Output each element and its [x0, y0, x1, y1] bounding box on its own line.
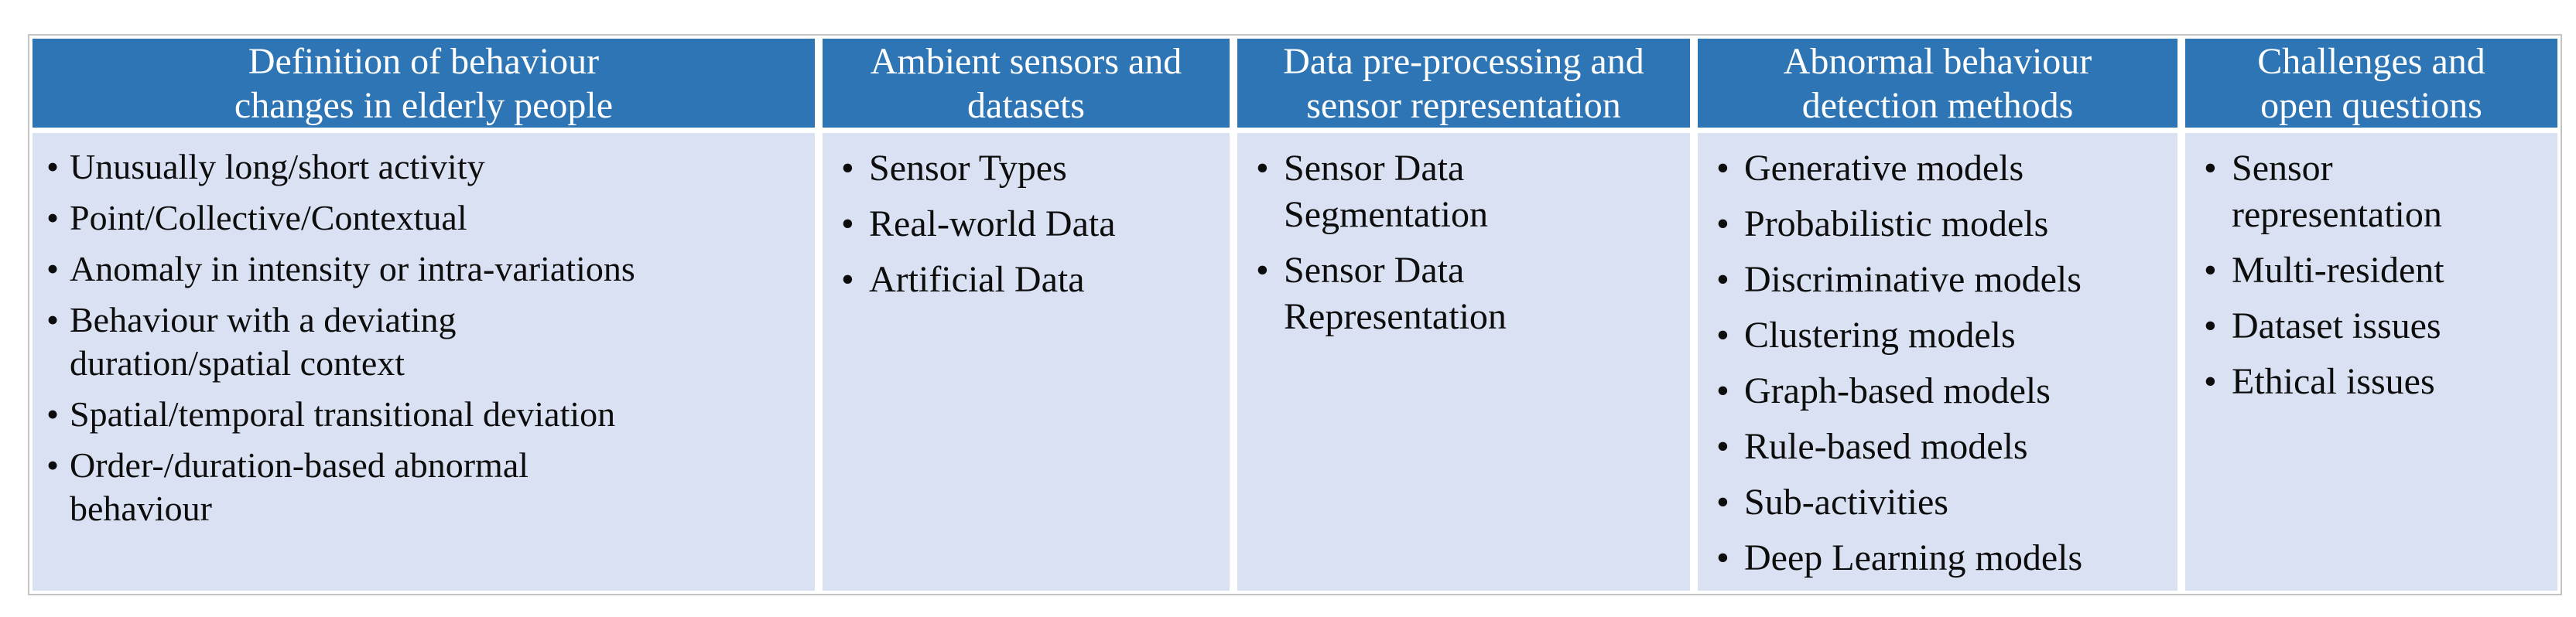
- column-header: Definition of behaviour changes in elder…: [32, 39, 815, 128]
- bullet-dot-icon: •: [1716, 426, 1729, 467]
- list-item-text: Sensor Data Representation: [1284, 250, 1507, 337]
- bullet-dot-icon: •: [841, 148, 854, 189]
- list-item: • Dataset issues: [2204, 303, 2550, 349]
- survey-overview-table: Definition of behaviour changes in elder…: [28, 34, 2562, 595]
- list-item: • Graph-based models: [1716, 368, 2170, 414]
- list-item-text: Graph-based models: [1744, 370, 2051, 411]
- list-item-text: Unusually long/short activity: [70, 147, 485, 186]
- list-item-text: Order-/duration-based abnormal behaviour: [70, 445, 529, 528]
- column-body: • Unusually long/short activity • Point/Col…: [32, 133, 815, 591]
- column-body: •Generative models•Probabilistic models•…: [1698, 133, 2177, 591]
- list-item: • Sub-activities: [1716, 479, 2170, 526]
- list-item-text: Real-world Data: [869, 203, 1116, 244]
- list-item-text: Dataset issues: [2232, 305, 2441, 346]
- list-item: • Sensor Types: [841, 145, 1222, 192]
- list-item-text: Generative models: [1744, 148, 2024, 189]
- list-item-text: Ethical issues: [2232, 361, 2435, 402]
- list-item-text: Sensor Types: [869, 148, 1067, 189]
- list-item: •Order-/duration-based abnormal behaviou…: [46, 444, 807, 530]
- bullet-dot-icon: •: [1716, 482, 1729, 523]
- list-item-text: Probabilistic models: [1744, 203, 2049, 244]
- list-item-text: Point/Collective/Contextual: [70, 198, 467, 237]
- bullet-dot-icon: •: [1716, 537, 1729, 578]
- column-body: • Sensor representation • Multi-resident • Da…: [2185, 133, 2557, 591]
- bullet-dot-icon: •: [2204, 361, 2217, 402]
- bullet-dot-icon: •: [1716, 315, 1729, 356]
- bullet-dot-icon: •: [46, 300, 60, 339]
- column-data-pre-processing-and-sensor-representation: Data pre-processing and sensor represent…: [1237, 39, 1690, 591]
- list-item-text: Spatial/temporal transitional deviation: [70, 394, 616, 434]
- list-item-text: Behaviour with a deviating duration/spat…: [70, 300, 457, 383]
- list-item-text: Sub-activities: [1744, 482, 1948, 523]
- bullet-dot-icon: •: [46, 394, 60, 434]
- list-item: • Point/Collective/Contextual: [46, 196, 807, 240]
- list-item: • Artificial Data: [841, 257, 1222, 303]
- column-body: • Sensor Data Segmentation • Sensor Data Re…: [1237, 133, 1690, 591]
- list-item: • Deep Learning models: [1716, 535, 2170, 581]
- bullet-dot-icon: •: [46, 445, 60, 485]
- bullet-dot-icon: •: [841, 259, 854, 300]
- list-item: • Anomaly in intensity or intra-variation…: [46, 247, 807, 291]
- list-item-text: Artificial Data: [869, 259, 1085, 300]
- bullet-dot-icon: •: [1716, 370, 1729, 411]
- column-challenges-and-open-questions: Challenges and open questions • Sensor rep…: [2185, 39, 2557, 591]
- list-item: • Discriminative models: [1716, 257, 2170, 303]
- column-header: Abnormal behaviour detection methods: [1698, 39, 2177, 128]
- table-columns: Definition of behaviour changes in elder…: [32, 39, 2557, 591]
- list-item-text: Sensor representation: [2232, 148, 2442, 235]
- bullet-dot-icon: •: [2204, 305, 2217, 346]
- list-item: • Real-world Data: [841, 201, 1222, 247]
- bullet-dot-icon: •: [2204, 250, 2217, 291]
- column-ambient-sensors-and-datasets: Ambient sensors and datasets • Sensor Type…: [823, 39, 1230, 591]
- list-item-text: Rule-based models: [1744, 426, 2028, 467]
- list-item: • Sensor representation: [2204, 145, 2550, 238]
- bullet-dot-icon: •: [46, 147, 60, 186]
- list-item-text: Clustering models: [1744, 315, 2016, 356]
- bullet-dot-icon: •: [1716, 259, 1729, 300]
- column-abnormal-behaviour-detection-methods: Abnormal behaviour detection methods • Gen…: [1698, 39, 2177, 591]
- list-item: •Spatial/temporal transitional deviation: [46, 393, 807, 436]
- column-header: Challenges and open questions: [2185, 39, 2557, 128]
- column-header: Data pre-processing and sensor represent…: [1237, 39, 1690, 128]
- bullet-dot-icon: •: [46, 198, 60, 237]
- bullet-dot-icon: •: [2204, 148, 2217, 189]
- list-item: • Probabilistic models: [1716, 201, 2170, 247]
- list-item-text: Multi-resident: [2232, 250, 2444, 291]
- bullet-dot-icon: •: [1716, 203, 1729, 244]
- bullet-dot-icon: •: [46, 249, 60, 288]
- list-item: • Behaviour with a deviating duration/spa…: [46, 298, 807, 385]
- list-item-text: Sensor Data Segmentation: [1284, 148, 1488, 235]
- bullet-dot-icon: •: [1256, 250, 1269, 291]
- list-item: • Sensor Data Representation: [1256, 247, 1682, 340]
- list-item: • Generative models: [1716, 145, 2170, 192]
- list-item: • Rule-based models: [1716, 424, 2170, 470]
- list-item: • Clustering models: [1716, 312, 2170, 359]
- column-body: • Sensor Types • Real-world Data • Artificial…: [823, 133, 1230, 591]
- list-item: • Ethical issues: [2204, 359, 2550, 405]
- list-item-text: Discriminative models: [1744, 259, 2082, 300]
- column-definition-of-behaviour-changes: Definition of behaviour changes in elder…: [32, 39, 815, 591]
- bullet-dot-icon: •: [1716, 148, 1729, 189]
- list-item: • Sensor Data Segmentation: [1256, 145, 1682, 238]
- column-header: Ambient sensors and datasets: [823, 39, 1230, 128]
- list-item-text: Deep Learning models: [1744, 537, 2083, 578]
- bullet-dot-icon: •: [841, 203, 854, 244]
- list-item-text: Anomaly in intensity or intra-variations: [70, 249, 635, 288]
- list-item: • Unusually long/short activity: [46, 145, 807, 189]
- list-item: • Multi-resident: [2204, 247, 2550, 294]
- bullet-dot-icon: •: [1256, 148, 1269, 189]
